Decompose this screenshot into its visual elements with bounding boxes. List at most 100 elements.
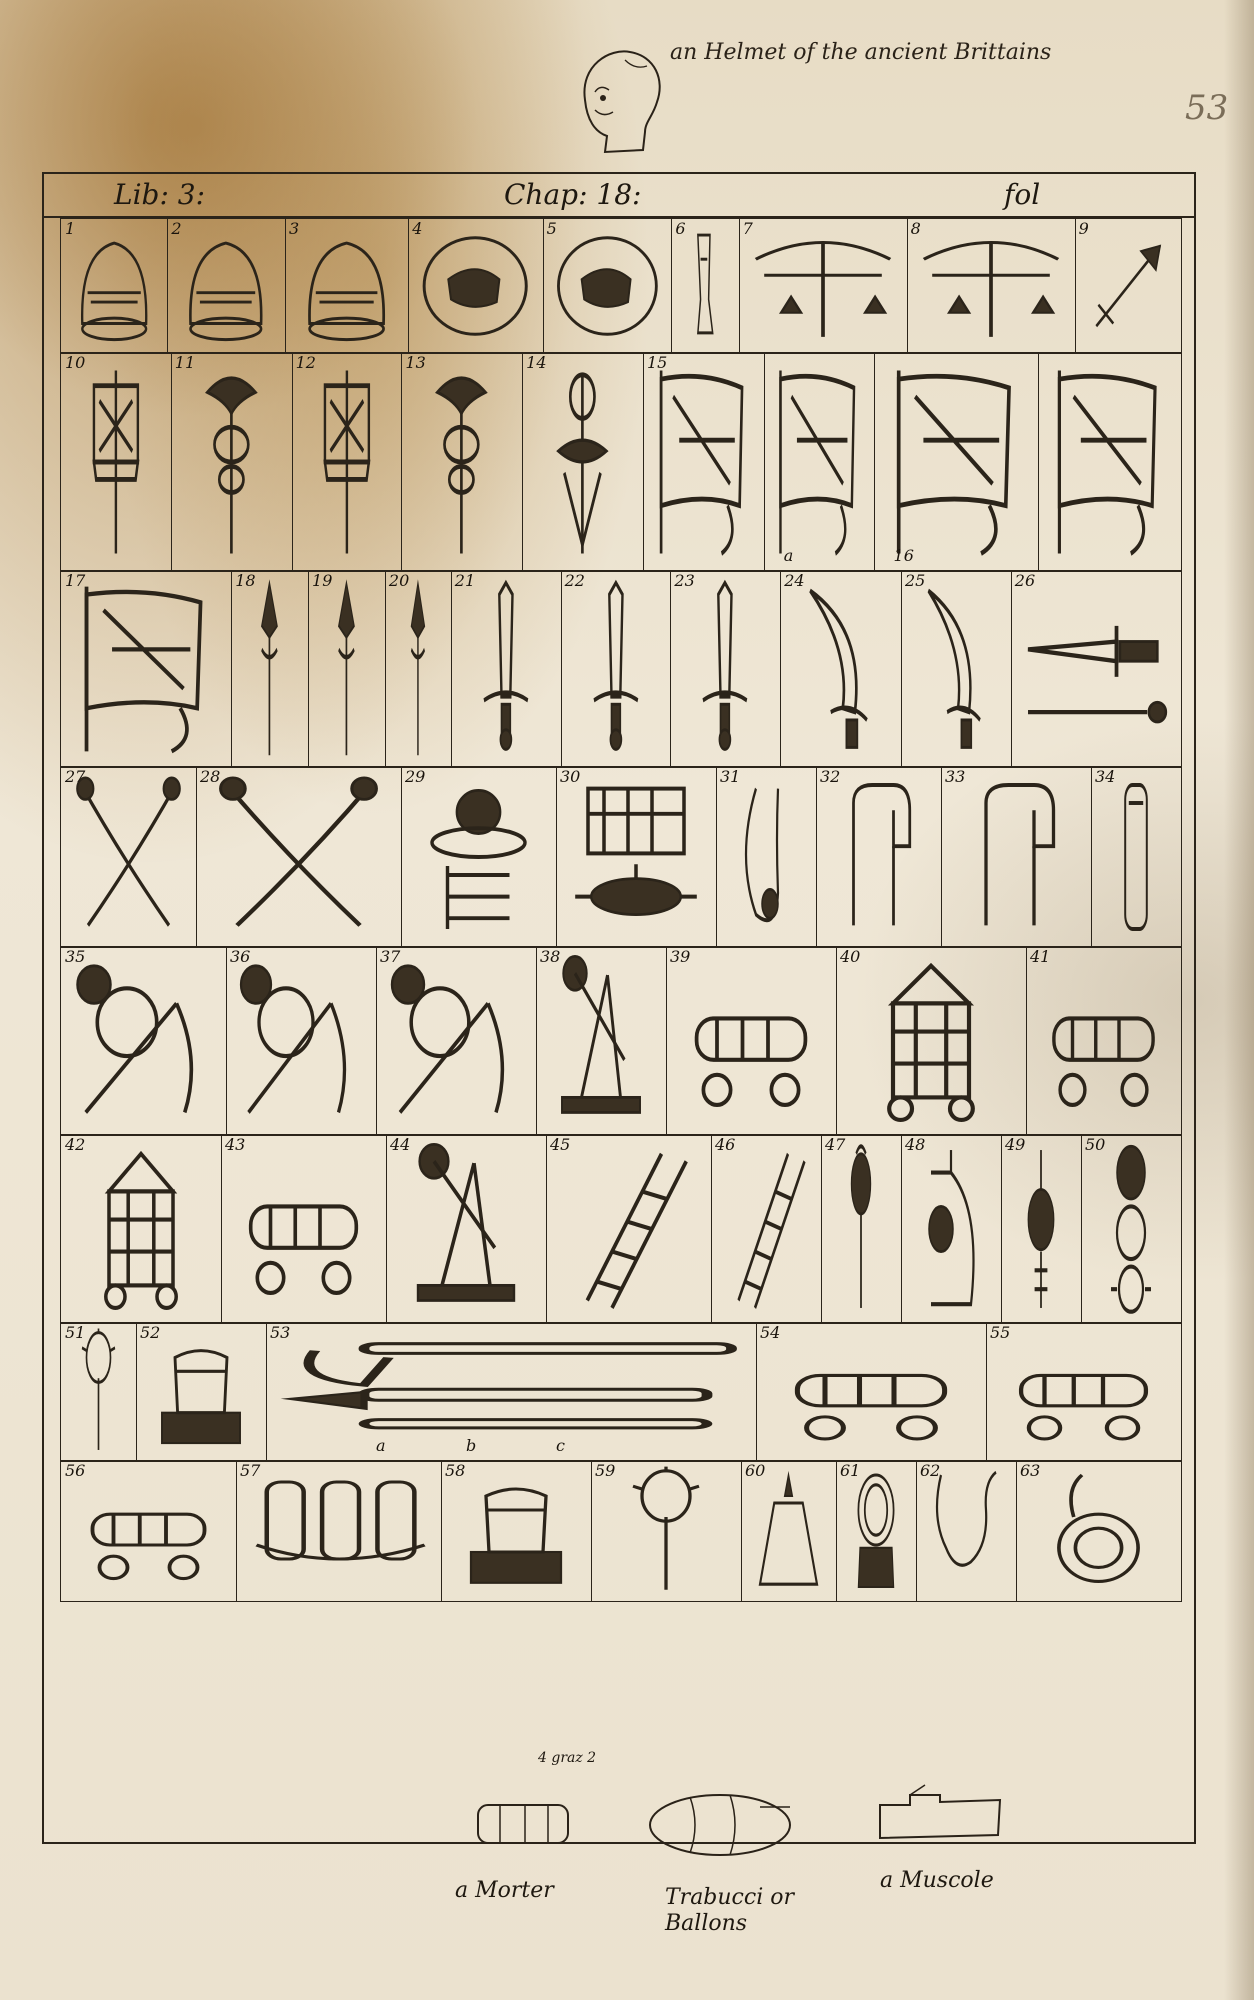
dagger-icon <box>1027 625 1167 724</box>
figure-cell: 58 <box>441 1461 592 1601</box>
figure-cell: a <box>764 353 875 571</box>
figure-sub-label: b <box>466 1436 477 1455</box>
figure-cell: 47 <box>821 1135 902 1323</box>
figure-number: 19 <box>312 571 333 590</box>
cannon-icon <box>1018 1373 1149 1441</box>
figure-cell: 26 <box>1011 571 1181 767</box>
figure-number: 56 <box>65 1461 86 1480</box>
figure-cell: 25 <box>901 571 1012 767</box>
water-stain <box>0 0 480 420</box>
figure-number: 17 <box>65 571 86 590</box>
figure-number: 48 <box>905 1135 926 1154</box>
figure-cell: 29 <box>401 767 557 947</box>
figure-cell: 21 <box>451 571 562 767</box>
figure-cell: 51 <box>61 1323 137 1461</box>
figure-cell: 50 <box>1081 1135 1181 1323</box>
plate-header: Lib: 3: Chap: 18: fol <box>44 174 1194 218</box>
figure-number: 15 <box>646 353 668 372</box>
sword-icon <box>702 579 748 751</box>
banner-icon <box>1058 370 1157 556</box>
gauntlet-icon <box>556 236 658 336</box>
figure-cell: 31 <box>716 767 817 947</box>
figure-cell: 54 <box>756 1323 987 1461</box>
figure-sub-label: 16 <box>893 546 914 565</box>
figure-cell: 2 <box>167 219 286 353</box>
figure-cell: 42 <box>61 1135 222 1323</box>
figure-cell: 11 <box>171 353 293 571</box>
mortar-sketch-icon <box>477 1804 569 1844</box>
figure-cell: 62 <box>916 1461 1017 1601</box>
figure-number: 26 <box>1014 571 1036 590</box>
barrels-icon <box>255 1480 426 1561</box>
figure-cell: 43 <box>221 1135 387 1323</box>
spear-icon <box>261 579 279 756</box>
shackle-icon <box>852 783 912 926</box>
figure-cell <box>1038 353 1181 571</box>
figure-number: 1 <box>65 219 76 238</box>
header-fol: fol <box>1004 178 1041 211</box>
figure-number: 45 <box>550 1135 571 1154</box>
flail-icon <box>239 964 347 1114</box>
figure-cell: 8 <box>907 219 1076 353</box>
figure-cell: 15 <box>643 353 765 571</box>
figure-cell: 38 <box>536 947 667 1135</box>
figure-number: 24 <box>784 571 805 590</box>
figure-number: 34 <box>1095 767 1116 786</box>
mortar-scale-label: 4 graz 2 <box>538 1750 597 1766</box>
cannon-icon <box>1052 1016 1155 1107</box>
figure-cell: 20 <box>385 571 452 767</box>
figure-number: 4 <box>412 219 423 238</box>
head-sketch-icon <box>583 50 661 154</box>
figure-number: 11 <box>174 353 196 372</box>
figure-number: 43 <box>225 1135 246 1154</box>
sword-icon <box>593 579 638 751</box>
figure-sub-label: c <box>556 1436 565 1455</box>
figure-cell: 39 <box>666 947 837 1135</box>
ladder-icon <box>585 1152 688 1309</box>
figure-number: 18 <box>235 571 256 590</box>
crossbow-icon <box>922 240 1059 337</box>
sword-icon <box>483 579 529 751</box>
figure-number: 31 <box>720 767 741 786</box>
figure-cell: 59 <box>591 1461 742 1601</box>
figure-cell: 12 <box>292 353 403 571</box>
figure-number: 14 <box>526 353 547 372</box>
figure-number: 49 <box>1005 1135 1026 1154</box>
figure-number: 30 <box>560 767 581 786</box>
lantern-icon <box>928 1150 975 1307</box>
figure-cell: 37 <box>376 947 537 1135</box>
figure-number: 58 <box>445 1461 466 1480</box>
cannon-icon <box>248 1204 359 1295</box>
trabucci-sketch-icon <box>649 1794 791 1856</box>
figure-cell: 63 <box>1016 1461 1181 1601</box>
chain-icon <box>935 1470 997 1567</box>
flail-icon <box>390 964 505 1114</box>
figure-cell: 18 <box>231 571 310 767</box>
crossed-swords-icon <box>76 776 181 927</box>
musket-icon <box>280 1342 737 1430</box>
figure-number: 46 <box>715 1135 736 1154</box>
figure-number: 25 <box>905 571 926 590</box>
figure-cell: 28 <box>196 767 402 947</box>
figure-cell: 49 <box>1001 1135 1082 1323</box>
figure-number: 28 <box>200 767 221 786</box>
figure-cell: 60 <box>741 1461 837 1601</box>
figure-number: 53 <box>270 1323 291 1342</box>
figure-cell: 9 <box>1075 219 1181 353</box>
banner-icon <box>896 370 1011 556</box>
helmet-icon <box>189 241 263 342</box>
helmet-icon <box>81 241 148 342</box>
catapult-icon <box>561 954 641 1114</box>
figure-sub-label: a <box>783 546 794 565</box>
figure-cell: 57 <box>236 1461 442 1601</box>
ring-icon <box>1057 1473 1140 1583</box>
crossed-swords-icon <box>219 776 378 927</box>
spear-icon <box>338 579 355 756</box>
mace-icon <box>81 1328 116 1450</box>
